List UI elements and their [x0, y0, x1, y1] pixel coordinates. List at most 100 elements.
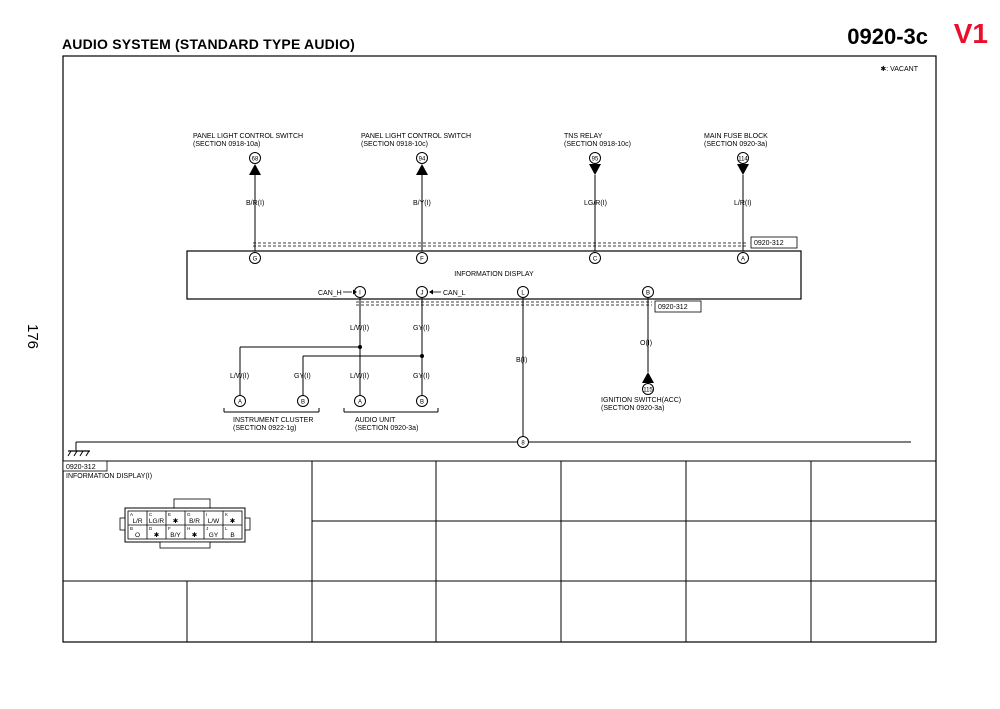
can-h-label: CAN_H: [318, 290, 342, 297]
page-title: AUDIO SYSTEM (STANDARD TYPE AUDIO): [62, 36, 356, 52]
arrow-up-icon: [642, 372, 654, 383]
device-tns-relay: TNS RELAY (SECTION 0918-10c) 95 LG/R(I) …: [564, 133, 631, 264]
svg-text:GY: GY: [209, 532, 219, 539]
circuit-marker: [416, 152, 428, 164]
svg-text:✱: ✱: [192, 531, 198, 539]
instrument-cluster: L/W(I) GY(I) A B INSTRUMENT CLUSTER (SEC…: [223, 373, 320, 432]
svg-text:B: B: [130, 526, 133, 531]
arrow-down-icon: [737, 164, 749, 175]
svg-text:115: 115: [643, 388, 653, 394]
wire-label: B/R(I): [246, 200, 264, 207]
svg-text:E: E: [168, 512, 171, 517]
circuit-marker: [589, 152, 601, 164]
wire-label: GY(I): [413, 325, 430, 332]
svg-text:L: L: [225, 526, 228, 531]
arrow-left-icon: [429, 289, 433, 295]
arrow-up-icon: [416, 164, 428, 175]
svg-text:B: B: [420, 400, 424, 406]
device-label: PANEL LIGHT CONTROL SWITCH: [193, 133, 303, 140]
svg-text:B/R: B/R: [189, 518, 200, 525]
diagram-frame: [62, 55, 937, 643]
svg-text:L/R: L/R: [132, 518, 142, 525]
svg-text:J: J: [206, 526, 208, 531]
svg-text:B: B: [301, 400, 305, 406]
svg-text:✱: ✱: [230, 517, 236, 525]
connector-code-label: 0920-312: [754, 240, 784, 247]
wire-label: L/W(I): [350, 373, 369, 380]
wire-label: LG/R(I): [584, 200, 607, 207]
wire-label: L/R(I): [734, 200, 752, 207]
device-panel-light-switch-b: PANEL LIGHT CONTROL SWITCH (SECTION 0918…: [361, 133, 471, 264]
terminal-l: [517, 286, 529, 298]
wire-label: O(I): [640, 340, 652, 347]
bottom-terminals: I J L B: [354, 286, 654, 298]
device-section: (SECTION 0918-10c): [564, 141, 631, 148]
connector-face: A L/R C LG/R E ✱ G B/R I L/W K ✱ B O D ✱…: [119, 498, 251, 549]
terminal-j: [416, 286, 428, 298]
device-section: (SECTION 0922-1g): [233, 425, 296, 432]
terminal-b: [642, 286, 654, 298]
svg-text:0920-312: 0920-312: [66, 464, 96, 471]
connector-code-label: 0920-312: [658, 304, 688, 311]
svg-text:L: L: [521, 291, 525, 297]
wire-label: B(I): [516, 357, 527, 364]
arrow-down-icon: [589, 164, 601, 175]
arrow-right-icon: [353, 289, 357, 295]
connector-code-bottom: [654, 300, 702, 313]
svg-text:D: D: [149, 526, 153, 531]
device-section: (SECTION 0920-3a): [601, 405, 664, 412]
svg-text:B: B: [646, 291, 650, 297]
svg-text:F: F: [420, 257, 424, 263]
terminal-marker: [416, 395, 428, 407]
page-code: 0920-3c: [847, 24, 928, 49]
can-l-label: CAN_L: [443, 290, 466, 297]
connector-code-top: [750, 236, 798, 249]
version-label: V1: [953, 18, 988, 49]
svg-text:A: A: [741, 257, 745, 263]
connector-table-name: INFORMATION DISPLAY(I): [66, 473, 152, 480]
device-label: PANEL LIGHT CONTROL SWITCH: [361, 133, 471, 140]
svg-text:G: G: [253, 257, 258, 263]
audio-unit: L/W(I) GY(I) A B AUDIO UNIT (SECTION 092…: [343, 373, 439, 432]
svg-text:I: I: [359, 291, 361, 297]
svg-text:✱: ✱: [154, 531, 160, 539]
device-section: (SECTION 0918-10c): [361, 141, 428, 148]
svg-text:L/W: L/W: [208, 518, 220, 525]
information-display-label: INFORMATION DISPLAY: [454, 271, 534, 278]
connector-table-code: [62, 460, 108, 472]
device-section: (SECTION 0920-3a): [355, 425, 418, 432]
svg-text:C: C: [593, 257, 598, 263]
terminal-marker: [354, 395, 366, 407]
wire-label: GY(I): [413, 373, 430, 380]
wire-label: L/W(I): [230, 373, 249, 380]
device-section: (SECTION 0918-10a): [193, 141, 260, 148]
device-panel-light-switch-a: PANEL LIGHT CONTROL SWITCH (SECTION 0918…: [193, 133, 303, 264]
wire-label: L/W(I): [350, 325, 369, 332]
circuit-marker: [249, 152, 261, 164]
svg-text:H: H: [187, 526, 190, 531]
device-label: AUDIO UNIT: [355, 417, 396, 424]
ground-circuit-marker: [517, 436, 529, 448]
svg-text:B: B: [230, 532, 234, 539]
information-display-box: [186, 250, 802, 300]
device-section: (SECTION 0920-3a): [704, 141, 767, 148]
circuit-marker: [737, 152, 749, 164]
vacant-legend: ✱: VACANT: [880, 65, 918, 73]
device-label: IGNITION SWITCH(ACC): [601, 397, 681, 404]
terminal-marker: [234, 395, 246, 407]
svg-text:O: O: [135, 532, 140, 539]
device-label: INSTRUMENT CLUSTER: [233, 417, 313, 424]
svg-text:G: G: [187, 512, 191, 517]
svg-text:✱: ✱: [173, 517, 179, 525]
terminal-marker: [297, 395, 309, 407]
svg-text:C: C: [149, 512, 153, 517]
wire-label: GY(I): [294, 373, 311, 380]
svg-text:B/Y: B/Y: [170, 532, 181, 539]
wire-label: B/Y(I): [413, 200, 431, 207]
svg-text:A: A: [130, 512, 133, 517]
svg-text:A: A: [238, 400, 242, 406]
circuit-marker: [642, 383, 654, 395]
circuit-number: 68: [252, 157, 259, 163]
svg-text:A: A: [358, 400, 362, 406]
